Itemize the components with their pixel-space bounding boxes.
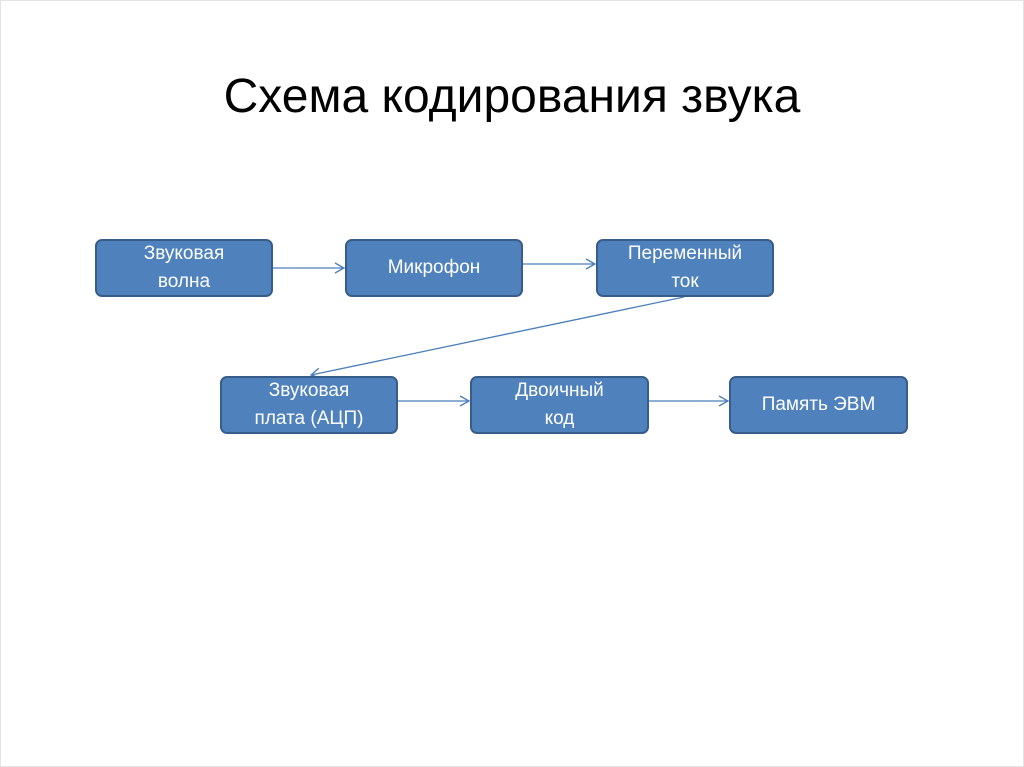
node-binary-code: Двоичный код xyxy=(470,376,649,434)
arrow-ac-to-card xyxy=(309,296,685,379)
node-sound-wave: Звуковая волна xyxy=(95,239,273,297)
slide-title: Схема кодирования звука xyxy=(223,70,801,123)
node-microphone: Микрофон xyxy=(345,239,523,297)
node-sound-card: Звуковая плата (АЦП) xyxy=(220,376,398,434)
node-alternating-current: Переменный ток xyxy=(596,239,774,297)
node-computer-memory: Память ЭВМ xyxy=(729,376,908,434)
